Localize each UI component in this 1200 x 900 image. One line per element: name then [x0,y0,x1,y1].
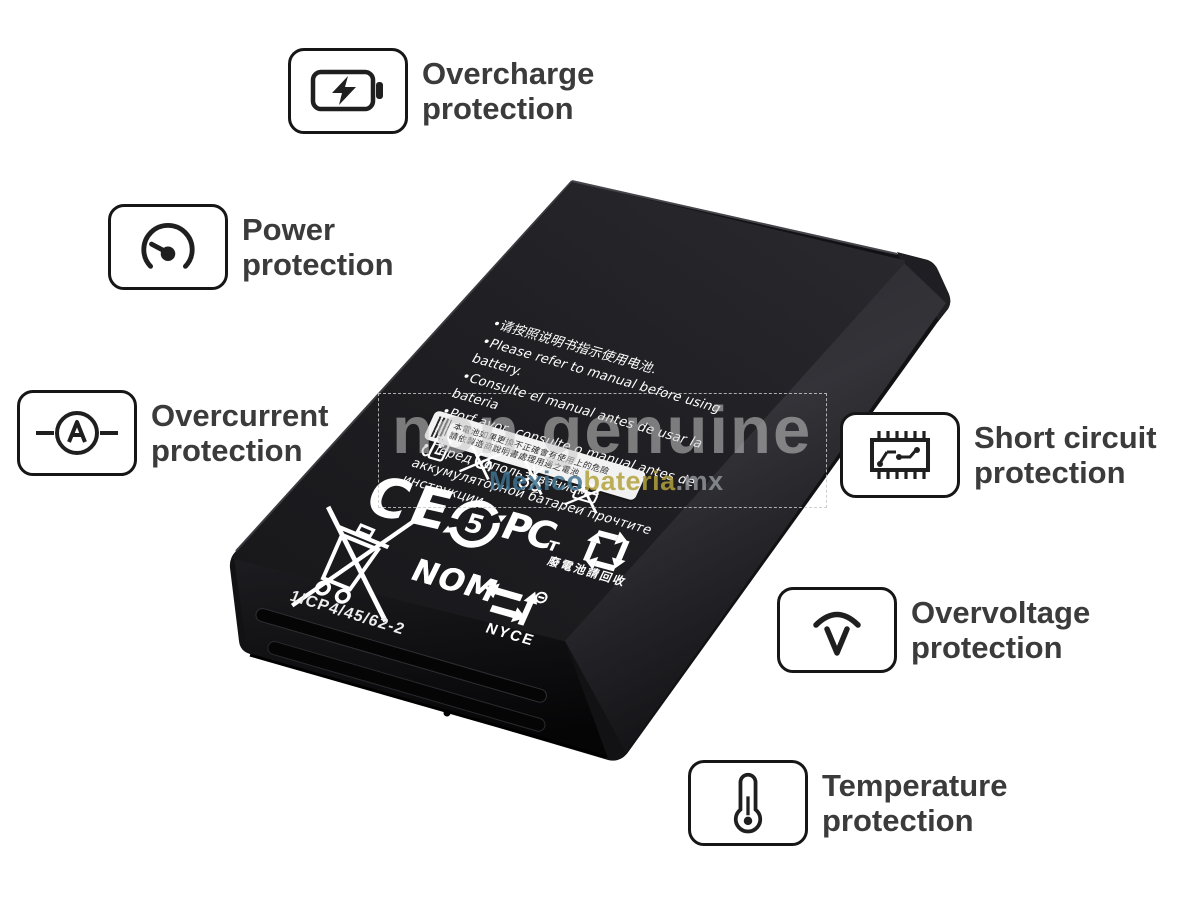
callout-overcharge: Overcharge protection [288,48,594,134]
watermark-non-genuine: non genuine [392,393,813,468]
callout-label: Short circuit protection [974,420,1157,490]
callout-overcurrent: Overcurrent protection [17,390,328,476]
watermark-site-tld: .mx [675,466,724,496]
no-cut-icon [518,460,544,496]
callout-overvoltage: Overvoltage protection [777,587,1090,673]
watermark-site-mexico: Mexico [489,466,584,496]
watermark-site: Mexicobateria.mx [489,466,724,497]
battery-front-face [232,182,905,641]
callout-power: Power protection [108,204,394,290]
callout-short-circuit: Short circuit protection [840,412,1157,498]
chip-icon [840,412,960,498]
weee-bin-icon [290,505,418,623]
battery-left-bevel [235,180,573,552]
watermark-dashed-box [378,393,827,508]
watermark-site-bateria: bateria [583,466,676,496]
nyce-logo-icon [484,583,548,626]
callout-label: Power protection [242,212,394,282]
battery-bolt-icon [288,48,408,134]
callout-temperature: Temperature protection [688,760,1008,846]
rohs-efup-icon: 5 [442,500,507,548]
voltage-arc-icon [777,587,897,673]
battery-contact-slots [249,608,607,759]
callout-label: Overvoltage protection [911,595,1091,665]
callout-label: Temperature protection [822,768,1008,838]
no-fire-icon [459,445,502,481]
ammeter-icon [17,390,137,476]
thermometer-icon [688,760,808,846]
callout-label: Overcurrent protection [151,398,329,468]
battery-pictogram-icon [421,435,452,462]
square-recycle-icon [582,530,630,572]
battery-top-bevel [571,180,898,255]
gauge-icon [108,204,228,290]
callout-label: Overcharge protection [422,56,595,126]
svg-text:5: 5 [460,509,489,541]
